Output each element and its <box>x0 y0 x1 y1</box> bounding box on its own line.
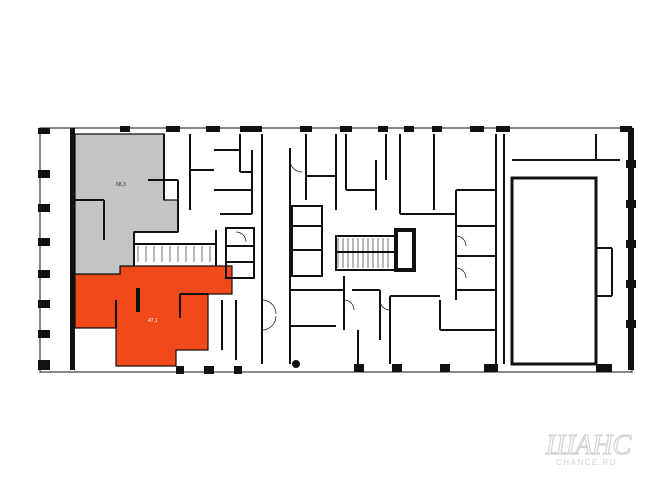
interior-walls <box>75 134 620 366</box>
selected-apartment-fill[interactable] <box>74 265 233 367</box>
watermark-logo-text: ШАНС <box>545 430 632 460</box>
column <box>292 360 300 368</box>
unit-area-label-neighbour: 68,3 <box>116 182 126 188</box>
unit-area-label-selected: 47,1 <box>148 318 158 324</box>
neighbour-apartment-fill[interactable] <box>74 133 179 275</box>
door-swings <box>235 159 467 331</box>
staircase <box>137 238 389 268</box>
watermark-site: CHANCE.RU <box>556 458 618 467</box>
watermark-logo: ШАНС <box>544 429 632 460</box>
exterior-walls <box>38 126 636 374</box>
